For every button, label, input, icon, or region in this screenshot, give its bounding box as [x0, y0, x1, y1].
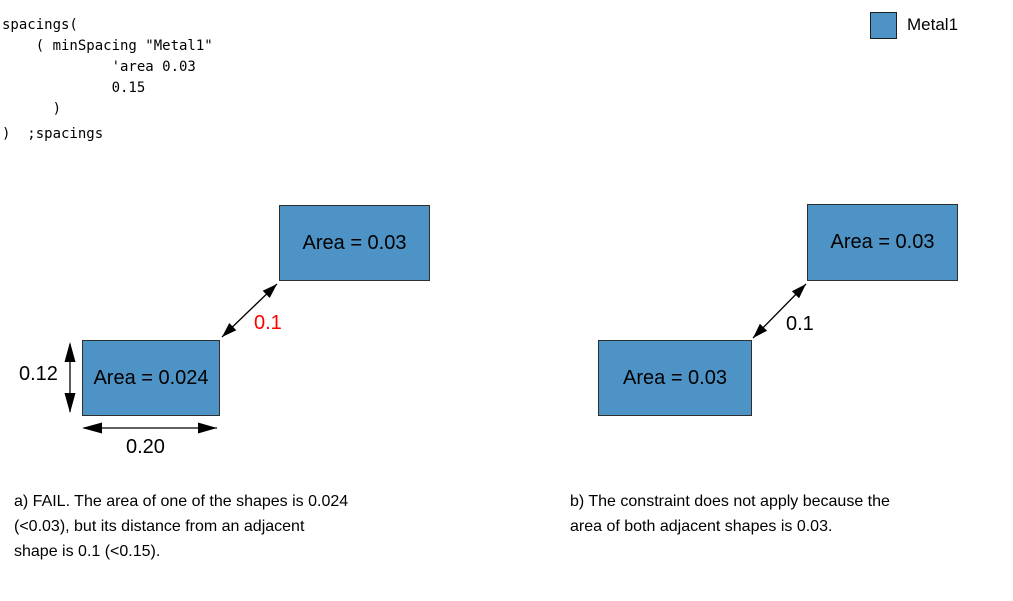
diagram-b-spacing-value: 0.1 — [786, 313, 814, 335]
metal1-legend-swatch — [870, 12, 897, 39]
code-line: ( minSpacing "Metal1" — [2, 38, 213, 54]
diagram-a-top-shape-label: Area = 0.03 — [302, 231, 407, 254]
diagram-b-bottom-shape-label: Area = 0.03 — [623, 366, 727, 389]
diagram-a-width-value: 0.20 — [126, 436, 165, 458]
diagram-a-width-dimension-arrow — [82, 422, 217, 434]
diagram-b-caption: b) The constraint does not apply because… — [570, 489, 1010, 539]
caption-line: a) FAIL. The area of one of the shapes i… — [14, 493, 349, 510]
skill-code-block: spacings( ( minSpacing "Metal1" 'area 0.… — [2, 15, 213, 120]
metal1-legend-label: Metal1 — [907, 15, 959, 34]
diagram-a-spacing-value: 0.1 — [254, 312, 282, 334]
code-line: 'area 0.03 — [2, 59, 196, 75]
diagram-a-height-value: 0.12 — [19, 363, 58, 385]
diagram-b-bottom-shape: Area = 0.03 — [598, 340, 752, 416]
caption-line: (<0.03), but its distance from an adjace… — [14, 518, 305, 535]
diagram-a-height-dimension-arrow — [64, 342, 76, 413]
code-line: spacings( — [2, 17, 78, 33]
diagram-b-top-shape-label: Area = 0.03 — [830, 231, 935, 253]
code-line: ) — [2, 101, 62, 117]
diagram-b-top-shape: Area = 0.03 — [807, 204, 958, 281]
diagram-a-top-shape: Area = 0.03 — [279, 205, 430, 281]
caption-line: b) The constraint does not apply because… — [570, 493, 890, 510]
caption-line: area of both adjacent shapes is 0.03. — [570, 518, 833, 535]
diagram-a-caption: a) FAIL. The area of one of the shapes i… — [14, 489, 474, 564]
diagram-a-bottom-shape-label: Area = 0.024 — [93, 366, 209, 389]
code-line: 0.15 — [2, 80, 146, 96]
caption-line: shape is 0.1 (<0.15). — [14, 543, 161, 560]
diagram-a-bottom-shape: Area = 0.024 — [82, 340, 220, 416]
code-closing-line: ) ;spacings — [2, 126, 104, 142]
